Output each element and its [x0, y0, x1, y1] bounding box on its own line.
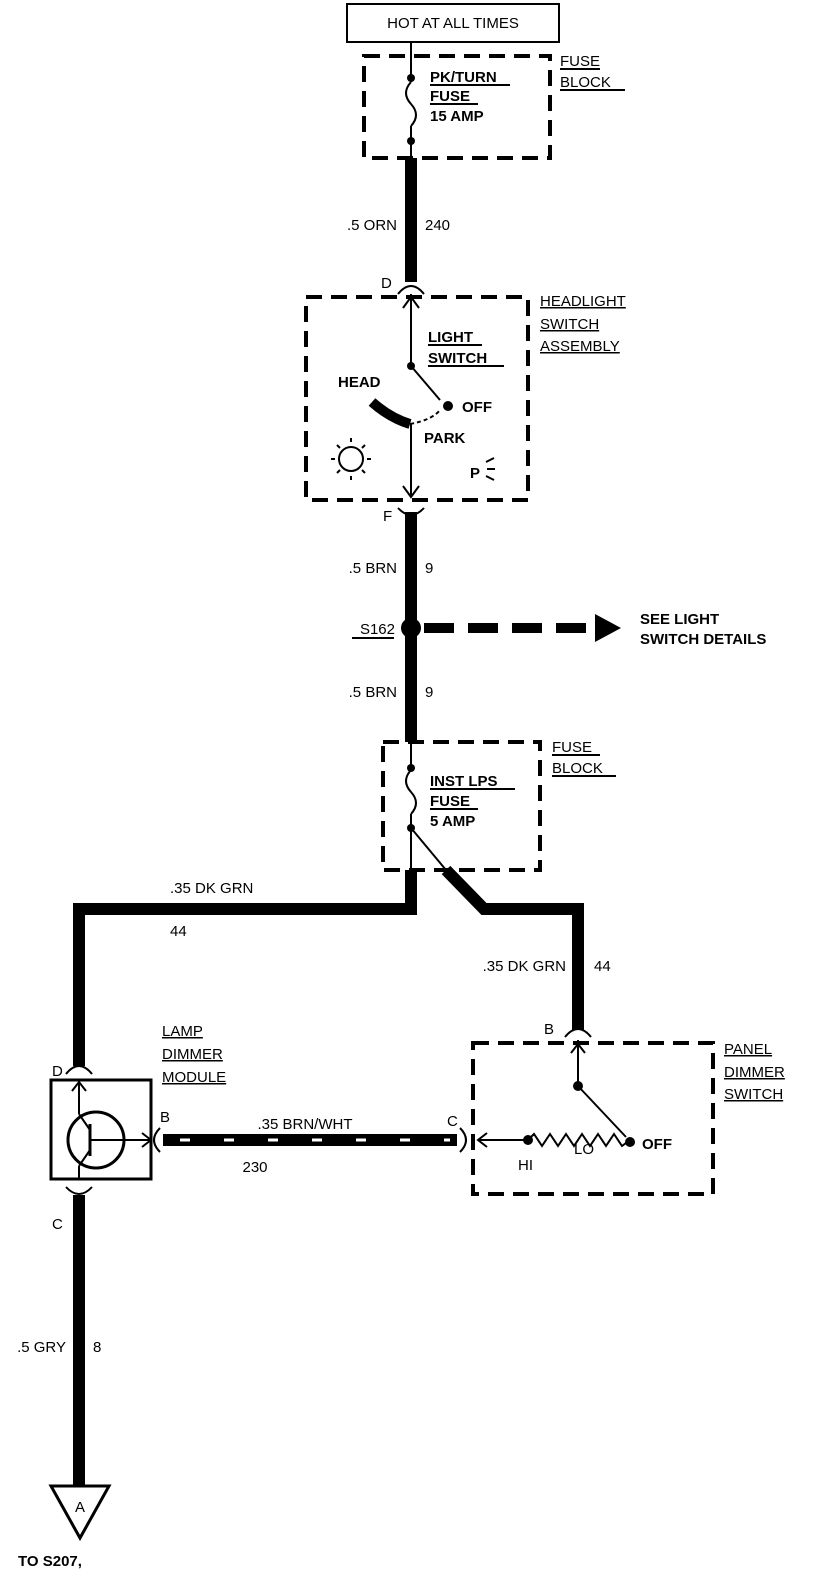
power-label: HOT AT ALL TIMES: [387, 15, 519, 32]
reference-symbol: A: [75, 1499, 85, 1516]
lamp-dimmer-connector-c: C: [52, 1216, 63, 1233]
lamp-dimmer-connector-d: D: [52, 1063, 63, 1080]
headlamp-icon: [331, 438, 371, 480]
lamp-dimmer-label1: LAMP: [162, 1023, 203, 1040]
reference-label: TO S207,: [18, 1553, 82, 1570]
wire-230-gauge: .35 BRN/WHT: [257, 1116, 352, 1133]
panel-dimmer-connector-c: C: [447, 1113, 458, 1130]
panel-pos-lo: LO: [574, 1141, 594, 1158]
light-switch-line1: LIGHT: [428, 329, 473, 346]
connector-f-headlight: F: [383, 508, 392, 525]
connector-d-headlight: D: [381, 275, 392, 292]
wire-240: .5 ORN 240: [347, 158, 450, 282]
panel-dimmer-switch: B C OFF HI LO PANEL DIMMER SWITCH: [447, 1021, 785, 1196]
power-source: HOT AT ALL TIMES: [346, 3, 560, 56]
headlight-switch-assembly: D LIGHT SWITCH HEAD OFF PARK P: [304, 275, 626, 525]
light-switch-line2: SWITCH: [428, 350, 487, 367]
wire-230: .35 BRN/WHT 230: [153, 1116, 467, 1176]
pos-off: OFF: [462, 399, 492, 416]
wire-9-lower-circuit: 9: [425, 684, 433, 701]
panel-dimmer-label1: PANEL: [724, 1041, 772, 1058]
panel-dimmer-label2: DIMMER: [724, 1064, 785, 1081]
fuse-top-line1: PK/TURN: [430, 69, 497, 86]
fuse-block-mid-label2: BLOCK: [552, 760, 603, 777]
see-details-line2: SWITCH DETAILS: [640, 631, 766, 648]
wire-8-circuit: 8: [93, 1339, 101, 1356]
wire-44-right: .35 DK GRN 44: [441, 865, 611, 1030]
pos-park: PARK: [424, 430, 466, 447]
fuse-top-line2: FUSE: [430, 88, 470, 105]
fuse-block-top-label1: FUSE: [560, 53, 600, 70]
fuse-block-mid: INST LPS FUSE 5 AMP FUSE BLOCK: [381, 739, 616, 872]
wire-44-left: .35 DK GRN 44: [73, 870, 417, 1066]
splice-label: S162: [360, 621, 395, 638]
fuse-mid-line3: 5 AMP: [430, 813, 475, 830]
wire-9-lower: .5 BRN 9: [349, 628, 433, 742]
headlight-label3: ASSEMBLY: [540, 338, 620, 355]
lamp-dimmer-connector-b: B: [160, 1109, 170, 1126]
reference-a: A TO S207,: [18, 1484, 112, 1570]
wire-8-gauge: .5 GRY: [17, 1339, 66, 1356]
panel-pos-off: OFF: [642, 1136, 672, 1153]
fuse-mid-line1: INST LPS: [430, 773, 498, 790]
wire-9-upper: .5 BRN 9: [349, 512, 433, 628]
wire-9-upper-circuit: 9: [425, 560, 433, 577]
lamp-dimmer-module: D LAMP DIMMER MODULE B C: [49, 1023, 226, 1233]
park-lamp-icon: P: [470, 457, 495, 482]
wire-240-circuit: 240: [425, 217, 450, 234]
panel-dimmer-connector-b: B: [544, 1021, 554, 1038]
wire-8: .5 GRY 8: [17, 1195, 101, 1486]
wire-9-upper-gauge: .5 BRN: [349, 560, 397, 577]
wire-44-left-gauge: .35 DK GRN: [170, 880, 253, 897]
wire-230-circuit: 230: [242, 1159, 267, 1176]
fuse-mid-line2: FUSE: [430, 793, 470, 810]
park-symbol: P: [470, 465, 480, 482]
fuse-block-top: PK/TURN FUSE 15 AMP FUSE BLOCK: [362, 53, 625, 160]
wire-44-right-gauge: .35 DK GRN: [483, 958, 566, 975]
headlight-label2: SWITCH: [540, 316, 599, 333]
wire-240-gauge: .5 ORN: [347, 217, 397, 234]
fuse-block-top-label2: BLOCK: [560, 74, 611, 91]
fuse-top-line3: 15 AMP: [430, 108, 484, 125]
headlight-label1: HEADLIGHT: [540, 293, 626, 310]
see-details-line1: SEE LIGHT: [640, 611, 719, 628]
fuse-block-mid-label1: FUSE: [552, 739, 592, 756]
wire-44-right-circuit: 44: [594, 958, 611, 975]
lamp-dimmer-label2: DIMMER: [162, 1046, 223, 1063]
wire-9-lower-gauge: .5 BRN: [349, 684, 397, 701]
wire-44-left-circuit: 44: [170, 923, 187, 940]
panel-dimmer-label3: SWITCH: [724, 1086, 783, 1103]
lamp-dimmer-label3: MODULE: [162, 1069, 226, 1086]
pos-head: HEAD: [338, 374, 381, 391]
panel-pos-hi: HI: [518, 1157, 533, 1174]
